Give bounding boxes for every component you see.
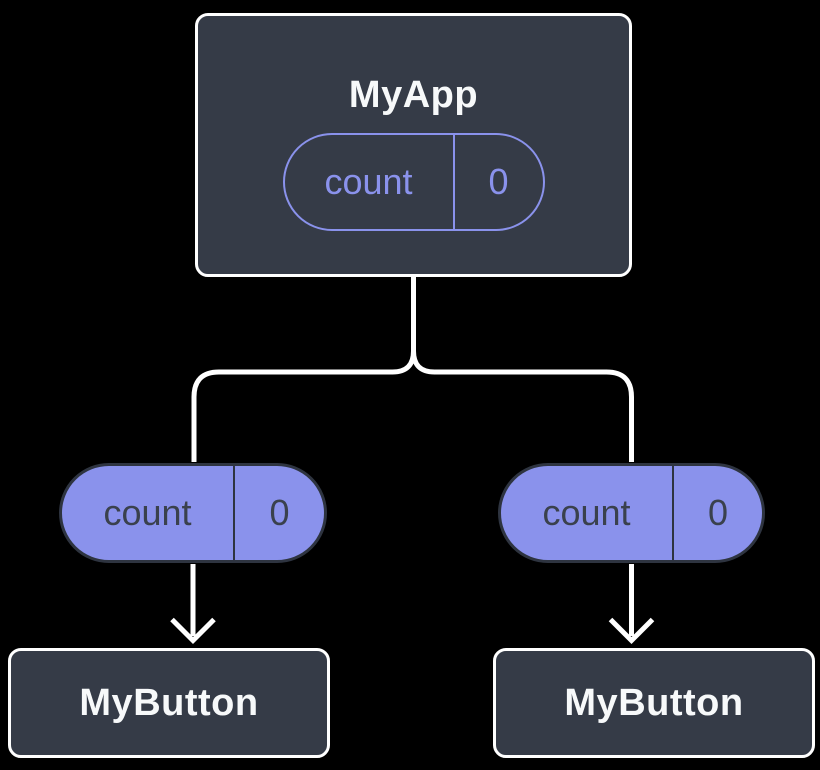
component-box-mybutton-left: MyButton: [8, 648, 330, 758]
component-box-myapp: MyApp count 0: [195, 13, 632, 277]
state-pill: count 0: [282, 133, 545, 231]
prop-pill-left: count 0: [59, 463, 327, 563]
prop-name: count: [501, 466, 674, 560]
connector-branch-right: [411, 350, 634, 462]
component-title: MyButton: [79, 681, 259, 724]
component-box-mybutton-right: MyButton: [493, 648, 815, 758]
prop-pill-right: count 0: [498, 463, 765, 563]
prop-name: count: [62, 466, 235, 560]
prop-value: 0: [269, 492, 290, 533]
connector-branch-left: [191, 350, 416, 462]
prop-value: 0: [707, 492, 729, 533]
component-title: MyButton: [564, 681, 744, 724]
arrow-down-left-icon: [170, 564, 216, 645]
component-title: MyApp: [348, 74, 479, 116]
state-name: count: [285, 135, 455, 229]
arrow-down-right-icon: [608, 564, 655, 645]
state-value: 0: [488, 161, 509, 202]
